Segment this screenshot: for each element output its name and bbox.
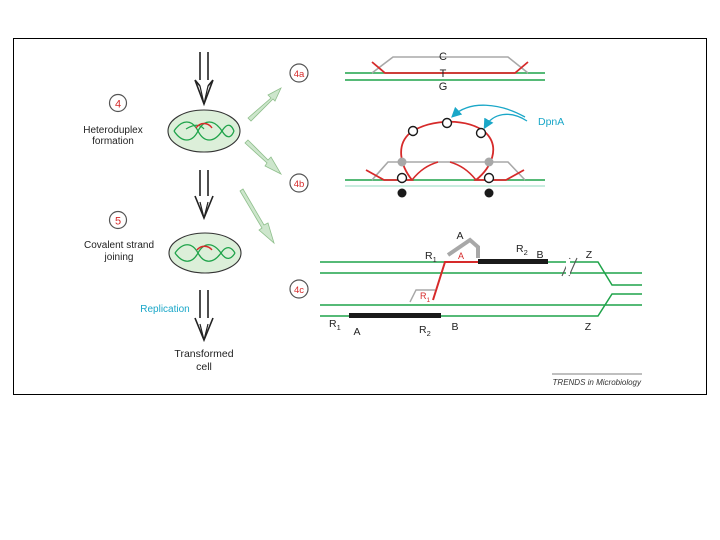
step-5-number: 5 [115, 216, 121, 228]
replication-label: Replication [140, 304, 189, 315]
dpna-arrow [451, 104, 526, 118]
mismatch-red-strand [371, 61, 529, 74]
arrow-to-4b [244, 139, 283, 175]
badge-4b-label: 4b [294, 179, 305, 190]
donor-strand-red [432, 261, 480, 301]
down-arrow-3 [194, 290, 214, 343]
homology-bar-bottom [349, 313, 441, 318]
methyl-site-open [396, 172, 408, 184]
label-r1-bottom: R1 [329, 318, 341, 332]
dpna-arrow [483, 113, 528, 130]
methyl-site-filled [484, 188, 494, 198]
step-5-badge: 5 [108, 210, 128, 230]
methyl-site-open [475, 127, 487, 139]
methyl-site-open [483, 172, 495, 184]
down-arrow-1 [194, 52, 214, 107]
methyl-site-grey [484, 157, 494, 167]
label-z-bottom: Z [585, 321, 592, 333]
label-r1-top: R1 [425, 250, 437, 264]
label-r1-red: R1 [420, 291, 431, 304]
dpna-label: DpnA [538, 116, 564, 128]
step-5-label-line1: Covalent strand [84, 240, 154, 251]
base-c: C [439, 51, 447, 63]
base-t: T [440, 68, 447, 80]
badge-4a: 4a [289, 63, 309, 83]
step-4-badge: 4 [108, 93, 128, 113]
covalent-joining-cell [168, 232, 242, 274]
outcome-arrows [239, 87, 283, 245]
label-r2-bottom: R2 [419, 324, 431, 338]
methyl-site-filled [397, 188, 407, 198]
label-b-bottom: B [451, 321, 458, 333]
methyl-site-grey [397, 157, 407, 167]
badge-4c-label: 4c [294, 285, 304, 296]
label-a-red: A [458, 251, 464, 261]
arrow-to-4c [239, 188, 275, 245]
badge-4c: 4c [289, 279, 309, 299]
step-5-label-line2: joining [104, 252, 134, 263]
badge-4a-label: 4a [294, 69, 305, 80]
step-4-number: 4 [115, 99, 121, 111]
panel-4c: A R1 A R2 B Z R1 R1 A R2 B Z [320, 230, 642, 338]
panel-4a: C T G [345, 51, 545, 93]
left-column: 4 Heteroduplex formation 5 Covalent stra… [83, 52, 242, 373]
label-b-top: B [536, 249, 543, 261]
base-g: G [439, 81, 448, 93]
down-arrow-2 [194, 170, 214, 221]
homology-bar-top [478, 259, 548, 264]
transformed-cell-line2: cell [196, 361, 212, 373]
methyl-site-open [407, 125, 419, 137]
heteroduplex-cell [167, 109, 241, 153]
methyl-site-open [441, 117, 453, 129]
label-z-top: Z [586, 249, 593, 261]
transformed-cell-line1: Transformed [174, 348, 233, 360]
source-credit: TRENDS in Microbiology [553, 378, 642, 387]
step-4-label-line2: formation [92, 136, 134, 147]
red-loop-strand [365, 120, 525, 181]
mismatch-grey-strand [371, 56, 529, 74]
badge-4b: 4b [289, 173, 309, 193]
arrow-to-4a [247, 87, 282, 122]
donor-strand-grey [446, 237, 480, 258]
footer: TRENDS in Microbiology [552, 373, 642, 387]
figure-frame [13, 38, 707, 395]
panel-4b: DpnA [345, 104, 564, 198]
label-r2-top: R2 [516, 243, 528, 257]
label-a-bottom: A [353, 326, 360, 338]
step-4-label-line1: Heteroduplex [83, 125, 142, 136]
label-a-top: A [456, 230, 463, 242]
